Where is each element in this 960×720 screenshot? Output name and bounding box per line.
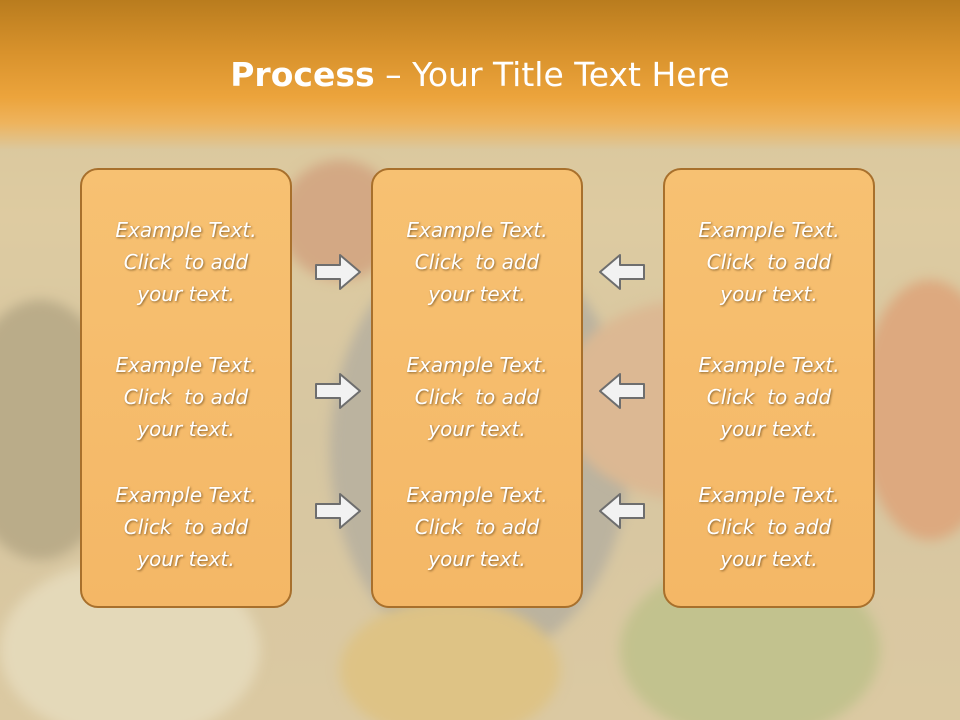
text-placeholder[interactable]: Example Text. Click to add your text. <box>82 479 290 575</box>
slide-title[interactable]: Process – Your Title Text Here <box>0 52 960 98</box>
process-box-center[interactable]: Example Text. Click to add your text. Ex… <box>371 168 583 608</box>
text-placeholder[interactable]: Example Text. Click to add your text. <box>82 349 290 445</box>
text-line: Example Text. <box>406 218 548 242</box>
text-placeholder[interactable]: Example Text. Click to add your text. <box>373 214 581 310</box>
text-line: Example Text. <box>698 483 840 507</box>
text-line: your text. <box>137 417 235 441</box>
text-line: your text. <box>428 282 526 306</box>
text-line: Example Text. <box>115 218 257 242</box>
text-line: Example Text. <box>406 353 548 377</box>
text-line: Example Text. <box>406 483 548 507</box>
arrow-left-icon[interactable] <box>598 371 646 411</box>
text-line: Click to add <box>706 250 832 274</box>
arrow-left-icon[interactable] <box>598 252 646 292</box>
arrow-left-icon[interactable] <box>598 491 646 531</box>
text-line: Click to add <box>123 515 249 539</box>
text-line: Click to add <box>414 385 540 409</box>
text-line: Click to add <box>414 250 540 274</box>
arrow-right-icon[interactable] <box>314 371 362 411</box>
text-line: Example Text. <box>698 218 840 242</box>
text-line: your text. <box>137 547 235 571</box>
text-line: Click to add <box>706 515 832 539</box>
text-line: Click to add <box>414 515 540 539</box>
text-line: your text. <box>720 282 818 306</box>
text-line: Example Text. <box>115 353 257 377</box>
arrow-right-icon[interactable] <box>314 491 362 531</box>
text-placeholder[interactable]: Example Text. Click to add your text. <box>665 349 873 445</box>
title-banner <box>0 0 960 150</box>
text-placeholder[interactable]: Example Text. Click to add your text. <box>373 479 581 575</box>
text-line: your text. <box>428 417 526 441</box>
title-rest-part: – Your Title Text Here <box>374 55 730 94</box>
title-bold-part: Process <box>230 55 375 94</box>
process-box-left[interactable]: Example Text. Click to add your text. Ex… <box>80 168 292 608</box>
text-line: your text. <box>137 282 235 306</box>
text-line: Click to add <box>706 385 832 409</box>
text-placeholder[interactable]: Example Text. Click to add your text. <box>665 214 873 310</box>
text-placeholder[interactable]: Example Text. Click to add your text. <box>665 479 873 575</box>
text-line: Example Text. <box>698 353 840 377</box>
process-box-right[interactable]: Example Text. Click to add your text. Ex… <box>663 168 875 608</box>
text-line: Example Text. <box>115 483 257 507</box>
text-line: Click to add <box>123 385 249 409</box>
text-line: your text. <box>720 547 818 571</box>
text-line: your text. <box>428 547 526 571</box>
text-line: Click to add <box>123 250 249 274</box>
arrow-right-icon[interactable] <box>314 252 362 292</box>
text-placeholder[interactable]: Example Text. Click to add your text. <box>373 349 581 445</box>
text-line: your text. <box>720 417 818 441</box>
text-placeholder[interactable]: Example Text. Click to add your text. <box>82 214 290 310</box>
